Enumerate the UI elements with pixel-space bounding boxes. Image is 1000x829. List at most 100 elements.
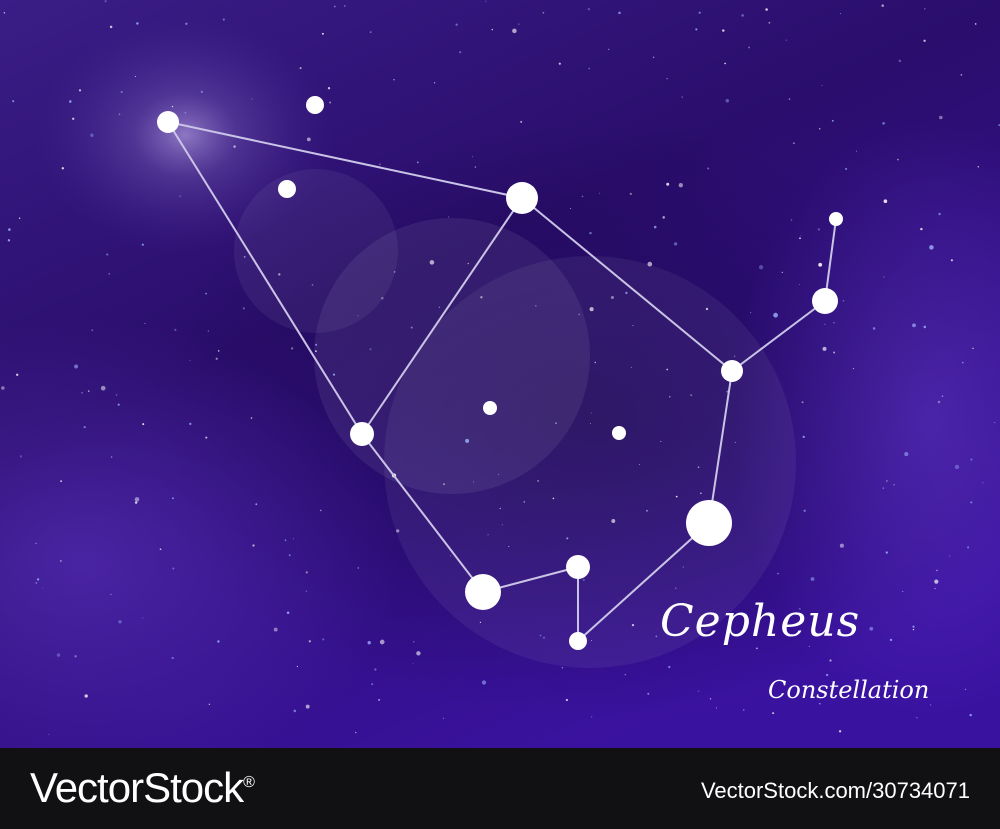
dust-star (741, 14, 744, 17)
dust-star (974, 23, 977, 25)
dust-star (675, 495, 678, 498)
dust-star (299, 67, 302, 70)
dust-star (883, 276, 885, 278)
dust-star (845, 167, 848, 170)
dust-star (174, 328, 177, 332)
dust-star (208, 703, 211, 705)
dust-star (278, 273, 281, 276)
dust-star (110, 593, 112, 596)
dust-star (668, 665, 671, 669)
dust-star (3, 12, 6, 14)
dust-star (474, 166, 477, 168)
dust-star (777, 572, 779, 575)
dust-star (250, 417, 253, 419)
dust-star (630, 366, 632, 368)
dust-star (142, 617, 144, 619)
dust-star (937, 400, 941, 404)
dust-star (969, 713, 972, 717)
dust-star (869, 626, 874, 631)
dust-star (217, 640, 220, 643)
dust-star (74, 655, 77, 658)
dust-star (290, 347, 294, 350)
star-dust (1, 0, 1000, 735)
star (483, 401, 497, 415)
dust-star (768, 21, 771, 24)
dust-star (666, 368, 669, 371)
star (465, 574, 501, 610)
dust-star (972, 347, 974, 349)
dust-star (822, 346, 827, 351)
dust-star (912, 628, 915, 631)
dust-star (416, 161, 419, 164)
dust-star (886, 480, 888, 482)
dust-star (818, 702, 821, 705)
dust-star (934, 579, 939, 584)
constellation-scene (0, 0, 1000, 748)
dust-star (243, 256, 246, 258)
dust-star (429, 260, 435, 265)
dust-star (91, 329, 93, 331)
dust-star (709, 697, 712, 700)
star (157, 111, 179, 133)
dust-star (465, 438, 470, 443)
dust-star (83, 426, 86, 429)
star (278, 180, 296, 198)
dust-star (588, 67, 591, 70)
dust-star (798, 284, 800, 285)
dust-star (355, 731, 357, 734)
star (350, 422, 374, 446)
dust-star (638, 463, 641, 466)
dust-star (893, 484, 895, 486)
dust-star (61, 167, 64, 170)
star (686, 500, 732, 546)
dust-star (756, 647, 758, 650)
dust-star (561, 667, 564, 669)
dust-star (624, 674, 626, 676)
dust-star (134, 501, 138, 504)
dust-star (233, 145, 236, 148)
dust-star (499, 507, 501, 510)
line-segment (824, 218, 837, 302)
dust-star (379, 163, 381, 165)
dust-star (518, 23, 520, 25)
star (812, 288, 838, 314)
dust-star (508, 545, 510, 548)
dust-star (934, 587, 936, 590)
dust-star (695, 28, 698, 31)
dust-star (60, 480, 62, 482)
dust-star (765, 8, 768, 11)
dust-star (569, 207, 572, 210)
violet-nebula-left (0, 320, 400, 748)
dust-star (393, 271, 396, 273)
dust-star (185, 22, 188, 25)
dust-star (632, 325, 634, 327)
dust-star (242, 307, 245, 310)
dust-star (189, 422, 192, 426)
star (306, 96, 324, 114)
bright-glow (35, 15, 335, 255)
dust-star (410, 326, 413, 329)
vectorstock-logo: VectorStock® (30, 764, 255, 812)
dust-star (222, 18, 225, 21)
dust-star (87, 390, 90, 392)
dust-star (833, 322, 835, 324)
dust-star (824, 323, 826, 325)
dust-star (110, 456, 113, 458)
dust-star (678, 183, 683, 188)
dust-star (48, 733, 50, 735)
dust-star (690, 394, 693, 397)
watermark-footer: VectorStock® VectorStock.com/30734071 (0, 748, 1000, 829)
dust-star (594, 361, 597, 364)
dust-star (698, 11, 701, 14)
dust-star (839, 543, 844, 548)
dust-star (171, 656, 174, 660)
dust-star (438, 306, 441, 309)
dust-star (306, 137, 311, 142)
dust-star (491, 28, 493, 31)
dust-star (929, 704, 932, 706)
dust-star (920, 227, 923, 231)
dust-star (808, 645, 810, 648)
dust-star (104, 0, 107, 3)
dust-star (255, 503, 258, 506)
dust-star (883, 199, 888, 203)
